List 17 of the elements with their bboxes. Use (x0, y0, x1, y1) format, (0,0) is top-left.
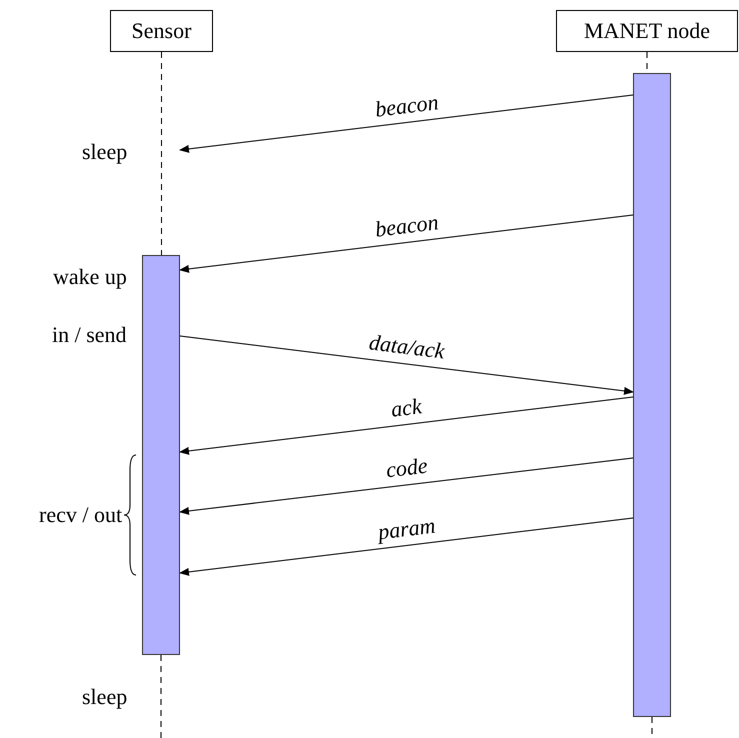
state-label: sleep (82, 684, 128, 710)
lifeline (160, 654, 162, 738)
state-label: wake up (53, 264, 127, 290)
state-label: in / send (52, 322, 127, 348)
state-label: recv / out (39, 502, 122, 528)
lifeline (161, 52, 162, 256)
message-arrow (179, 396, 634, 455)
message-arrow (179, 458, 634, 515)
message-arrow (179, 214, 634, 273)
message-arrow (180, 336, 634, 395)
activation-bar (142, 255, 180, 655)
state-label: sleep (82, 139, 128, 165)
participant-box: Sensor (110, 10, 213, 52)
message-arrow (179, 94, 634, 153)
activation-bar (633, 73, 671, 717)
participant-box: MANET node (556, 10, 738, 52)
message-arrow (179, 518, 634, 576)
